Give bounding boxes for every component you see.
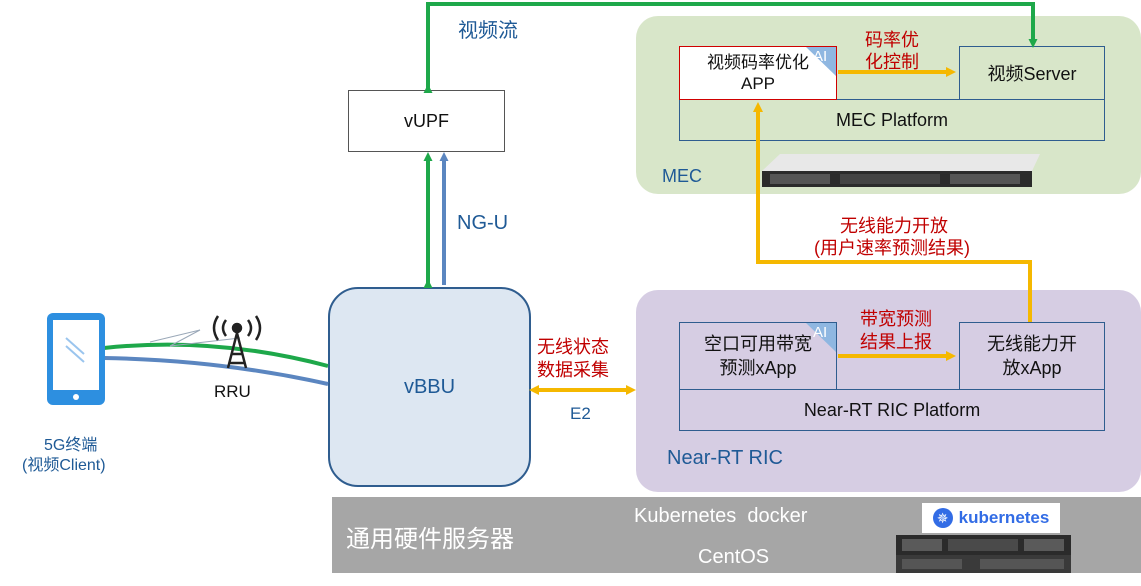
- ric-platform-label: Near-RT RIC Platform: [803, 399, 981, 420]
- ai-badge-ric-text: AI: [813, 324, 828, 341]
- vbbu-label: vBBU: [403, 375, 456, 398]
- ai-badge-mec-text: AI: [813, 48, 828, 65]
- wireless-signal-zigzag: [149, 329, 241, 347]
- bandwidth-report-label-line1: 带宽预测: [860, 309, 932, 329]
- ngu-label: NG-U: [457, 212, 509, 234]
- e2-label: E2: [570, 404, 591, 423]
- mec-label: MEC: [662, 166, 702, 186]
- k8s-logo: ✵ kubernetes: [922, 503, 1060, 533]
- smartphone-icon: [47, 313, 105, 405]
- ric-container: [636, 290, 1141, 492]
- mec-platform-box: MEC Platform: [679, 99, 1105, 141]
- rate-opt-label-line2: 化控制: [865, 52, 919, 72]
- hardware-server-image: [896, 535, 1071, 573]
- bandwidth-predict-xapp-line1: 空口可用带宽: [704, 334, 812, 354]
- wireless-open-xapp-line1: 无线能力开: [987, 334, 1077, 354]
- ai-badge-ric-icon: [806, 323, 836, 352]
- ric-label: Near-RT RIC: [667, 447, 783, 469]
- mec-platform-label: MEC Platform: [835, 109, 949, 130]
- wireless-open-label-line2: (用户速率预测结果): [814, 238, 970, 258]
- video-stream-arrow: [423, 2, 1038, 93]
- rru-label: RRU: [214, 382, 251, 401]
- wireless-open-xapp-line2: 放xApp: [1002, 358, 1062, 378]
- ai-badge-mec-icon: [806, 47, 836, 76]
- rru-tower-icon: [212, 315, 262, 369]
- centos-label: CentOS: [698, 546, 770, 568]
- terminal-label-line2: (视频Client): [22, 457, 106, 474]
- blue-radio-link: [103, 356, 329, 386]
- mec-server-image: [762, 154, 1040, 187]
- terminal-label-line1: 5G终端: [44, 437, 98, 454]
- wireless-state-label-line2: 数据采集: [537, 360, 609, 380]
- vupf-label: vUPF: [404, 110, 449, 131]
- green-radio-link: [103, 342, 329, 368]
- wireless-open-label-line1: 无线能力开放: [840, 216, 948, 236]
- bandwidth-predict-xapp-line2: 预测xApp: [719, 358, 797, 378]
- kubernetes-helm-icon: ✵: [932, 508, 953, 528]
- wireless-open-xapp: 无线能力开 放xApp: [959, 322, 1105, 390]
- rate-opt-label-line1: 码率优: [865, 30, 919, 50]
- wireless-capability-arrow: [753, 102, 1032, 322]
- k8s-logo-text: kubernetes: [958, 508, 1050, 527]
- video-stream-label: 视频流: [458, 20, 518, 42]
- hardware-title: 通用硬件服务器: [346, 526, 514, 553]
- wireless-state-label-line1: 无线状态: [537, 337, 609, 357]
- bandwidth-report-label-line2: 结果上报: [860, 332, 932, 352]
- k8s-docker-label: Kubernetes docker: [634, 505, 808, 527]
- ric-platform-box: Near-RT RIC Platform: [679, 389, 1105, 431]
- bandwidth-predict-xapp: 空口可用带宽 预测xApp: [679, 322, 837, 390]
